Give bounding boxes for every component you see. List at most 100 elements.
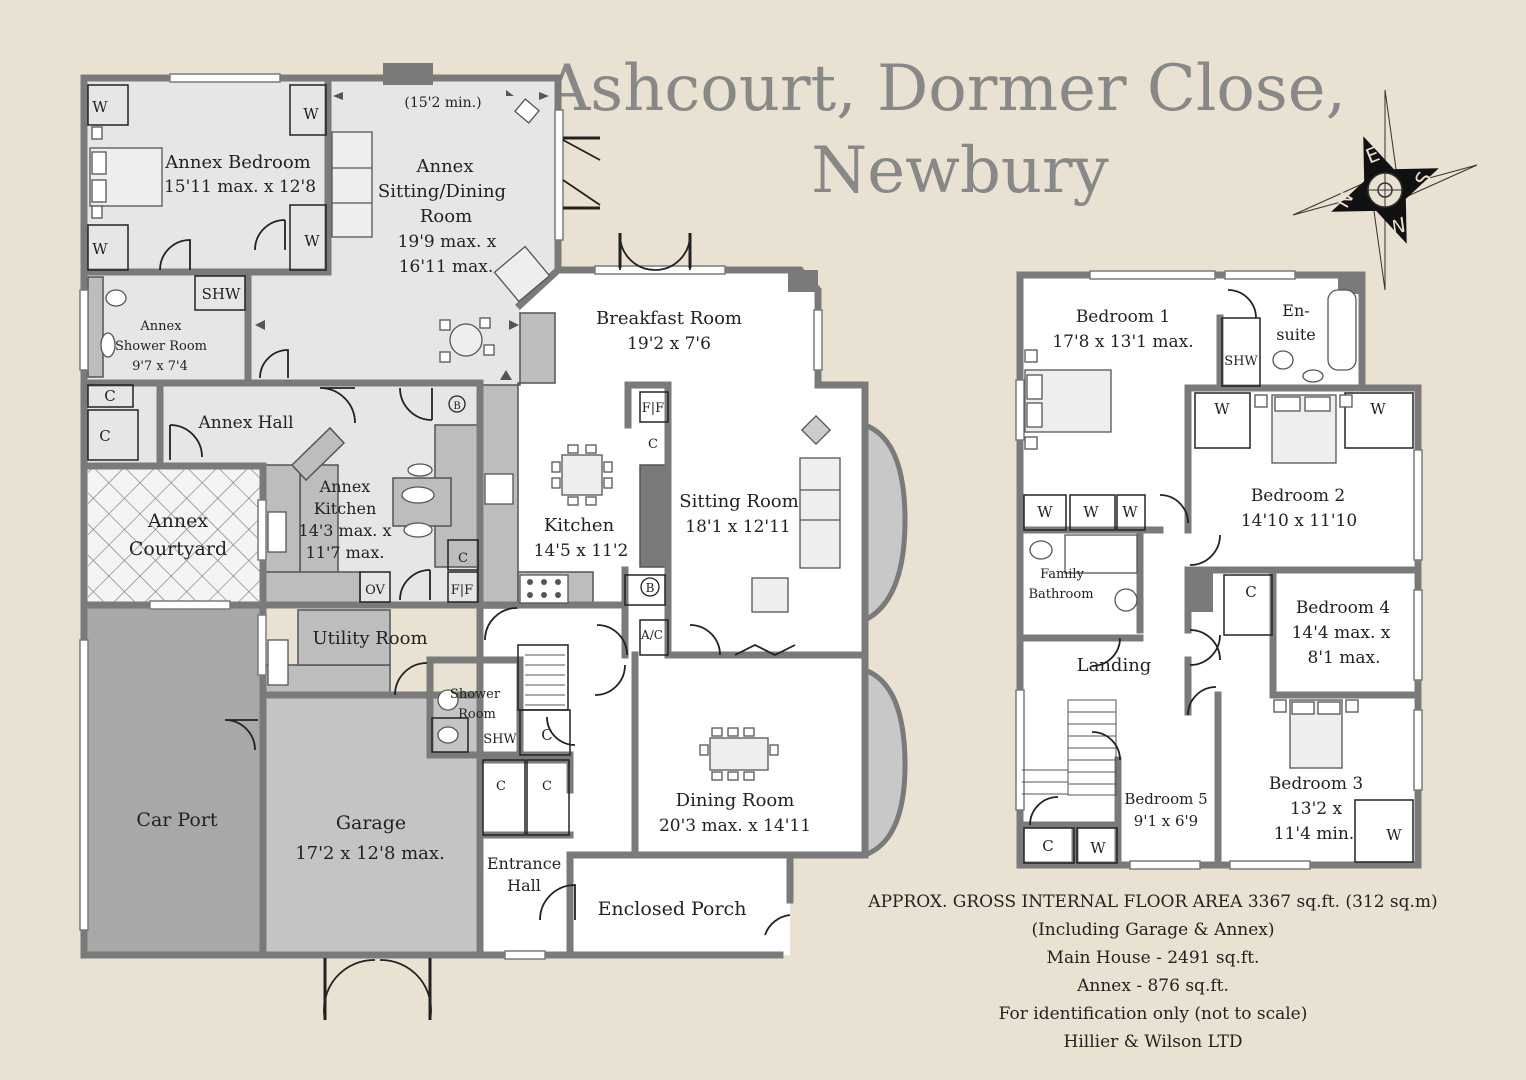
bedroom-4-size1: 14'4 max. x (1292, 623, 1391, 643)
annex-sitting-line3: Room (420, 206, 472, 227)
info-line-1: APPROX. GROSS INTERNAL FLOOR AREA 3367 s… (868, 892, 1438, 912)
annex-kitchen-line2: Kitchen (314, 499, 377, 518)
bedroom-4-size2: 8'1 max. (1308, 648, 1381, 668)
info-line-4: Annex - 876 sq.ft. (1077, 976, 1229, 996)
bay-window-sitting (862, 421, 908, 625)
cupboard-label: C (1245, 583, 1256, 601)
annex-courtyard-line1: Annex (147, 510, 208, 532)
info-line-5: For identification only (not to scale) (998, 1004, 1308, 1024)
annex-bedroom-name: Annex Bedroom (164, 152, 310, 173)
annex-sitting-line1: Annex (416, 156, 474, 177)
wardrobe-label: W (1214, 400, 1230, 418)
dining-room-name: Dining Room (676, 790, 795, 811)
annex-sitting-size1: 19'9 max. x (398, 232, 497, 252)
shower-room-line2: Room (458, 707, 496, 722)
enclosed-porch-label: Enclosed Porch (598, 898, 747, 920)
cupboard-label: C (541, 726, 552, 744)
landing-label: Landing (1077, 655, 1152, 676)
cupboard-label: C (1042, 837, 1053, 855)
garage-size: 17'2 x 12'8 max. (295, 843, 445, 864)
first-floor: Bedroom 1 17'8 x 13'1 max. En- suite Bed… (1015, 270, 1423, 870)
boiler-label: B (453, 401, 460, 412)
sitting-sofa-icon (799, 457, 841, 569)
family-bathroom-line2: Bathroom (1028, 587, 1093, 602)
toilet-icon (105, 289, 127, 307)
annex-courtyard (88, 466, 260, 603)
entrance-hall-line2: Hall (507, 876, 541, 895)
main-floor (480, 270, 865, 955)
sitting-room-size: 18'1 x 12'11 (685, 517, 790, 537)
cupboard-label: C (99, 427, 110, 445)
utility-room-label: Utility Room (312, 628, 427, 649)
dining-room-size: 20'3 max. x 14'11 (659, 816, 811, 836)
annex-shower-line1: Annex (139, 319, 182, 334)
aircon-label: A/C (640, 628, 663, 642)
bay-window-dining (862, 666, 908, 859)
boiler-label: B (646, 581, 655, 595)
wardrobe-label: W (1386, 826, 1402, 844)
car-port-floor (84, 605, 263, 955)
ensuite-line1: En- (1282, 301, 1309, 320)
bath-icon (1327, 289, 1357, 371)
info-line-3: Main House - 2491 sq.ft. (1046, 948, 1260, 968)
wardrobe-label: W (92, 98, 108, 116)
bedroom-4-name: Bedroom 4 (1296, 598, 1390, 618)
wardrobe-label: W (92, 240, 108, 258)
annex-shower-size: 9'7 x 7'4 (132, 359, 188, 374)
cupboard-label: C (648, 437, 658, 452)
annex-sitting-note: (15'2 min.) (404, 95, 481, 111)
family-bathroom-line1: Family (1040, 567, 1085, 582)
title-line-2: Newbury (811, 134, 1109, 208)
bedroom-2-size: 14'10 x 11'10 (1241, 511, 1357, 531)
ensuite-line2: suite (1276, 325, 1316, 344)
lamp-icon (514, 98, 540, 124)
armchair-icon (493, 245, 551, 303)
sofa-icon (331, 131, 373, 238)
entrance-hall-line1: Entrance (487, 854, 561, 873)
fridge-label: F|F (642, 401, 664, 416)
dining-room-table-icon (709, 737, 769, 771)
breakfast-room-name: Breakfast Room (596, 308, 742, 329)
wardrobe-label: W (1090, 839, 1106, 857)
cupboard-label: C (104, 387, 115, 405)
bedroom-2-name: Bedroom 2 (1251, 486, 1345, 506)
cupboard-label: C (458, 551, 468, 566)
shower-room-line1: Shower (450, 687, 501, 702)
info-line-2: (Including Garage & Annex) (1031, 920, 1275, 940)
bedroom-3-name: Bedroom 3 (1269, 774, 1363, 794)
info-line-6: Hillier & Wilson LTD (1063, 1032, 1243, 1052)
wardrobe-label: W (304, 232, 320, 250)
kitchen-name: Kitchen (544, 515, 615, 536)
annex-sitting-size2: 16'11 max. (399, 257, 494, 277)
bedroom-3-size2: 11'4 min. (1274, 824, 1354, 844)
garage-name: Garage (336, 812, 406, 834)
cupboard-label: C (542, 779, 552, 794)
bedroom-5-size: 9'1 x 6'9 (1134, 812, 1198, 830)
sitting-room-name: Sitting Room (679, 491, 798, 512)
annex-sitting-line2: Sitting/Dining (378, 181, 506, 202)
kitchen-size: 14'5 x 11'2 (534, 541, 629, 561)
annex-kitchen-size1: 14'3 max. x (299, 521, 392, 540)
wardrobe-label: W (1037, 503, 1053, 521)
bedroom-3-size1: 13'2 x (1290, 799, 1343, 819)
annex-kitchen-size2: 11'7 max. (306, 543, 385, 562)
dining-table-icon (449, 323, 483, 357)
shower-label: SHW (483, 732, 517, 747)
garage-floor (263, 695, 480, 955)
sitting-armchair-icon (751, 577, 789, 613)
wardrobe-label: W (1122, 503, 1138, 521)
bedroom-1-size: 17'8 x 13'1 max. (1052, 332, 1193, 352)
bedroom-5-name: Bedroom 5 (1124, 790, 1207, 808)
compass-icon: N E S W (1292, 89, 1478, 291)
breakfast-room-size: 19'2 x 7'6 (627, 334, 711, 354)
title-block: Ashcourt, Dormer Close, Newbury (543, 52, 1346, 208)
car-port-label: Car Port (136, 809, 218, 831)
wardrobe-label: W (1370, 400, 1386, 418)
shower-label: SHW (1224, 354, 1258, 369)
fridge-label: F|F (451, 583, 473, 598)
annex-kitchen-line1: Annex (319, 477, 371, 496)
bedroom-1-name: Bedroom 1 (1076, 307, 1170, 327)
annex-shower-line2: Shower Room (115, 339, 207, 354)
ground-floor: Annex Bedroom 15'11 max. x 12'8 (15'2 mi… (79, 63, 908, 1021)
